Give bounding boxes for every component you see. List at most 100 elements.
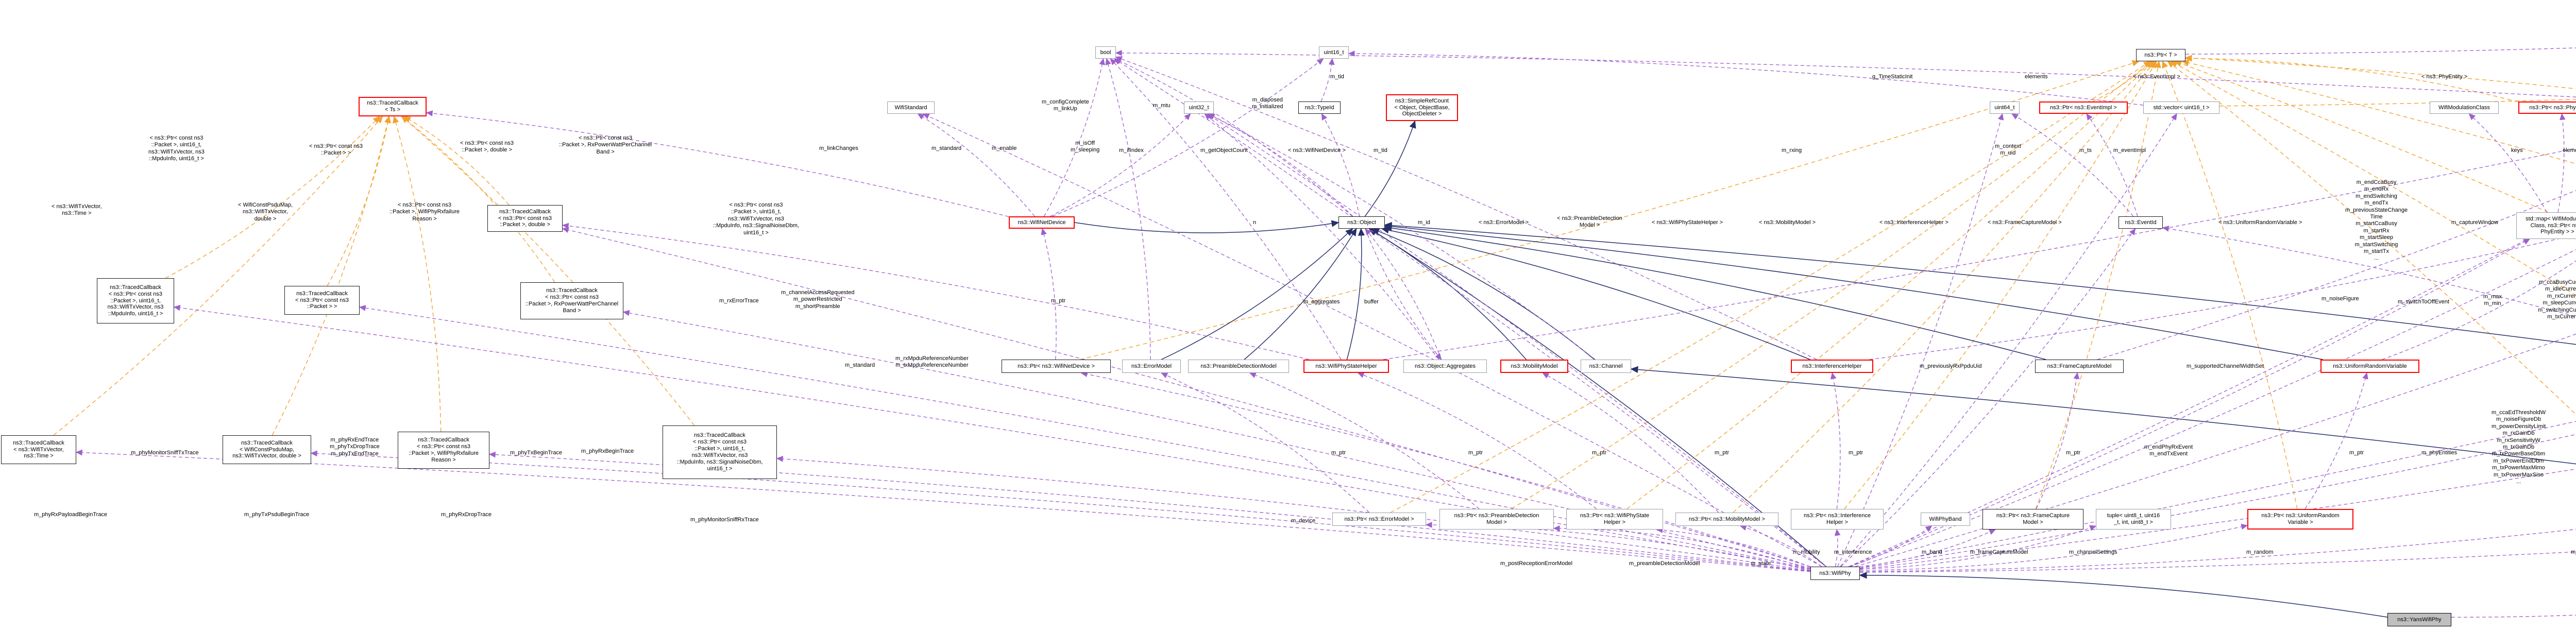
edge-label: elements (2563, 147, 2576, 154)
class-node-uint64[interactable]: uint64_t (1990, 101, 2020, 114)
class-node-tc_rxpower[interactable]: ns3::TracedCallback < ns3::Ptr< const ns… (520, 282, 623, 319)
edge-tc_psdumap-tc_ts (272, 115, 391, 436)
class-node-interference[interactable]: ns3::InterferenceHelper (1791, 360, 1873, 373)
edge-label: m_phyEntities (2421, 450, 2458, 456)
edge-statehelper-tc_pkt_double (562, 223, 1309, 360)
class-node-yanswifiphy[interactable]: ns3::YansWifiPhy (2387, 613, 2451, 626)
class-node-ptr_uniform[interactable]: ns3::Ptr< ns3::UniformRandom Variable > (2247, 509, 2353, 530)
class-node-uint32[interactable]: uint32_t (1184, 101, 1214, 114)
edge-wifiradio-obj (1384, 221, 2576, 345)
edge-wifiphy-eventid (1840, 228, 2136, 567)
edge-label: m_tid (1330, 74, 1344, 80)
class-node-ptr_wifinetdev[interactable]: ns3::Ptr< ns3::WifiNetDevice > (1002, 360, 1111, 373)
edge-label: < ns3::Ptr< const ns3 ::Packet >, double… (460, 140, 514, 154)
class-node-preambledet[interactable]: ns3::PreambleDetectionModel (1188, 360, 1289, 373)
class-node-ptr_mobility[interactable]: ns3::Ptr< ns3::MobilityModel > (1675, 513, 1778, 526)
edge-label: m_preambleDetectionModel (1629, 560, 1700, 567)
class-node-framecapture[interactable]: ns3::FrameCaptureModel (2035, 360, 2124, 373)
edge-wifinetdevice-tc_ts (426, 110, 1009, 217)
edge-label: m_disposed m_initialized (1252, 97, 1283, 110)
edge-aggregates-obj (1365, 228, 1442, 360)
edge-wifiphy-uint32 (1207, 113, 1826, 567)
class-node-uniform[interactable]: ns3::UniformRandomVariable (2320, 360, 2419, 373)
edge-tc_txv_time-tc_ts (53, 115, 383, 436)
edge-wifiphy-tc_pkt (359, 305, 1811, 569)
edge-label: m_rxErrorTrace (719, 298, 759, 304)
edge-label: m_isOff m_sleeping (1071, 140, 1100, 154)
edge-label: < ns3::Ptr< const ns3 ::Packet >, uint16… (148, 135, 205, 162)
edge-label: m_standard (845, 362, 875, 368)
class-node-tc_txv_time[interactable]: ns3::TracedCallback < ns3::WifiTxVector,… (1, 435, 76, 464)
class-node-errormodel[interactable]: ns3::ErrorModel (1122, 360, 1181, 373)
class-node-simpleref[interactable]: ns3::SimpleRefCount < Object, ObjectBase… (1386, 94, 1458, 121)
class-node-ptr_state[interactable]: ns3::Ptr< ns3::WifiPhyState Helper > (1566, 509, 1663, 530)
edge-label: elements (2025, 74, 2048, 80)
edge-label: m_random (2246, 549, 2274, 555)
edge-label: < ns3::MobilityModel > (1759, 219, 1816, 226)
edge-label: < ns3::InterferenceHelper > (1879, 219, 1948, 226)
edge-label: m_ccaEdThresholdW m_noiseFigureDb m_powe… (2492, 410, 2546, 485)
edge-ptr_interf-interference (1830, 372, 1841, 509)
edge-interference-dbl (1869, 234, 2576, 360)
class-node-tc_psdumap[interactable]: ns3::TracedCallback < WifiConstPsduMap, … (223, 435, 311, 464)
class-node-statehelper[interactable]: ns3::WifiPhyStateHelper (1303, 360, 1389, 373)
class-node-tc_ts[interactable]: ns3::TracedCallback < Ts > (359, 97, 427, 116)
class-node-ptr_eventimpl[interactable]: ns3::Ptr< ns3::EventImpl > (2039, 101, 2128, 114)
class-node-uint16[interactable]: uint16_t (1319, 46, 1349, 59)
class-node-ptr_t[interactable]: ns3::Ptr< T > (2136, 49, 2185, 61)
class-node-wifistandard[interactable]: WifiStandard (887, 101, 935, 114)
class-node-ptr_errmod[interactable]: ns3::Ptr< ns3::ErrorModel > (1332, 513, 1426, 526)
class-node-ptr_phyentity[interactable]: ns3::Ptr< ns3::PhyEntity > (2518, 101, 2576, 114)
class-node-ptr_interf[interactable]: ns3::Ptr< ns3::Interference Helper > (1791, 509, 1884, 530)
class-node-ptr_preamble[interactable]: ns3::Ptr< ns3::PreambleDetection Model > (1439, 509, 1554, 530)
edge-ptr_preamble-ptr_t (1511, 61, 2153, 509)
class-node-wifimod[interactable]: WifiModulationClass (2430, 101, 2499, 114)
class-node-tc_pkt[interactable]: ns3::TracedCallback < ns3::Ptr< const ns… (284, 286, 360, 315)
edge-label: m_captureWindow (2451, 219, 2499, 226)
class-node-wifiphyband[interactable]: WifiPhyBand (1921, 513, 1970, 526)
class-node-tuple[interactable]: tuple< uint8_t, uint16 _t, int, uint8_t … (2096, 509, 2171, 530)
class-node-bool[interactable]: bool (1095, 46, 1116, 59)
class-node-tc_mpdu[interactable]: ns3::TracedCallback < ns3::Ptr< const ns… (97, 278, 174, 323)
class-node-obj[interactable]: ns3::Object (1338, 216, 1385, 229)
edge-label: m_previouslyRxPpduUid (1920, 363, 1982, 369)
edge-tc_pkt-tc_ts (327, 115, 391, 286)
edge-obj-typeid (1321, 113, 1360, 217)
edge-label: < ns3::WifiNetDevice > (1288, 147, 1346, 154)
class-node-eventid[interactable]: ns3::EventId (2119, 216, 2163, 229)
edge-yanschannel-channel (1630, 366, 2576, 465)
edge-label: m_rxMpduReferenceNumber m_txMpduReferenc… (895, 355, 969, 369)
edge-label: m_max m_min (2483, 294, 2502, 307)
class-node-wifinetdevice[interactable]: ns3::WifiNetDevice (1009, 216, 1075, 229)
edge-interference-obj (1381, 227, 1810, 360)
edge-label: m_tid (1374, 147, 1387, 154)
edge-label: m_getObjectCount (1200, 147, 1248, 154)
edge-wifiphy-ptr_mobility (1739, 524, 1822, 567)
class-node-channel[interactable]: ns3::Channel (1581, 360, 1631, 373)
class-node-vec_uint16[interactable]: std::vector< uint16_t > (2143, 101, 2219, 114)
edge-wifiphy-ptr_framecap (1859, 529, 1996, 567)
class-node-tc_rxfail[interactable]: ns3::TracedCallback < ns3::Ptr< const ns… (398, 432, 489, 469)
edge-label: n (1253, 219, 1257, 226)
class-node-tc_signoise[interactable]: ns3::TracedCallback < ns3::Ptr< const ns… (663, 425, 777, 479)
class-node-wifiphy[interactable]: ns3::WifiPhy (1810, 567, 1860, 580)
class-node-ptr_framecap[interactable]: ns3::Ptr< ns3::FrameCapture Model > (1982, 509, 2083, 530)
edge-label: m_wifiRadioEnergyModel (2571, 549, 2576, 555)
edge-framecapture-time (2097, 190, 2576, 360)
edge-wifiphy-ptr_event (1859, 434, 2576, 569)
class-node-mobilitymodel[interactable]: ns3::MobilityModel (1500, 360, 1568, 373)
class-node-typeid[interactable]: ns3::TypeId (1298, 101, 1341, 114)
edge-ptr_framecap-framecapture (2036, 372, 2080, 509)
class-node-tc_pkt_double[interactable]: ns3::TracedCallback < ns3::Ptr< const ns… (487, 205, 563, 232)
class-node-aggregates[interactable]: ns3::Object::Aggregates (1403, 360, 1487, 373)
edge-label: m_ptr (2349, 450, 2364, 456)
edge-label: m_phyMonitorSniffTxTrace (131, 450, 199, 456)
class-node-map_wifimod[interactable]: std::map< WifiModulation Class, ns3::Ptr… (2516, 212, 2576, 239)
edge-label: m_enable (992, 145, 1017, 151)
edge-label: m_rxing (1782, 147, 1802, 154)
edge-label: m_state (1751, 560, 1771, 567)
edge-wifiphy-ptr_interf (1834, 528, 1841, 567)
edge-label: < ns3::Ptr< const ns3 ::Packet >, WifiPh… (389, 202, 460, 222)
edge-eventid-ptr_eventimpl (2086, 113, 2138, 217)
edge-label: m_eventImpl (2113, 147, 2146, 154)
